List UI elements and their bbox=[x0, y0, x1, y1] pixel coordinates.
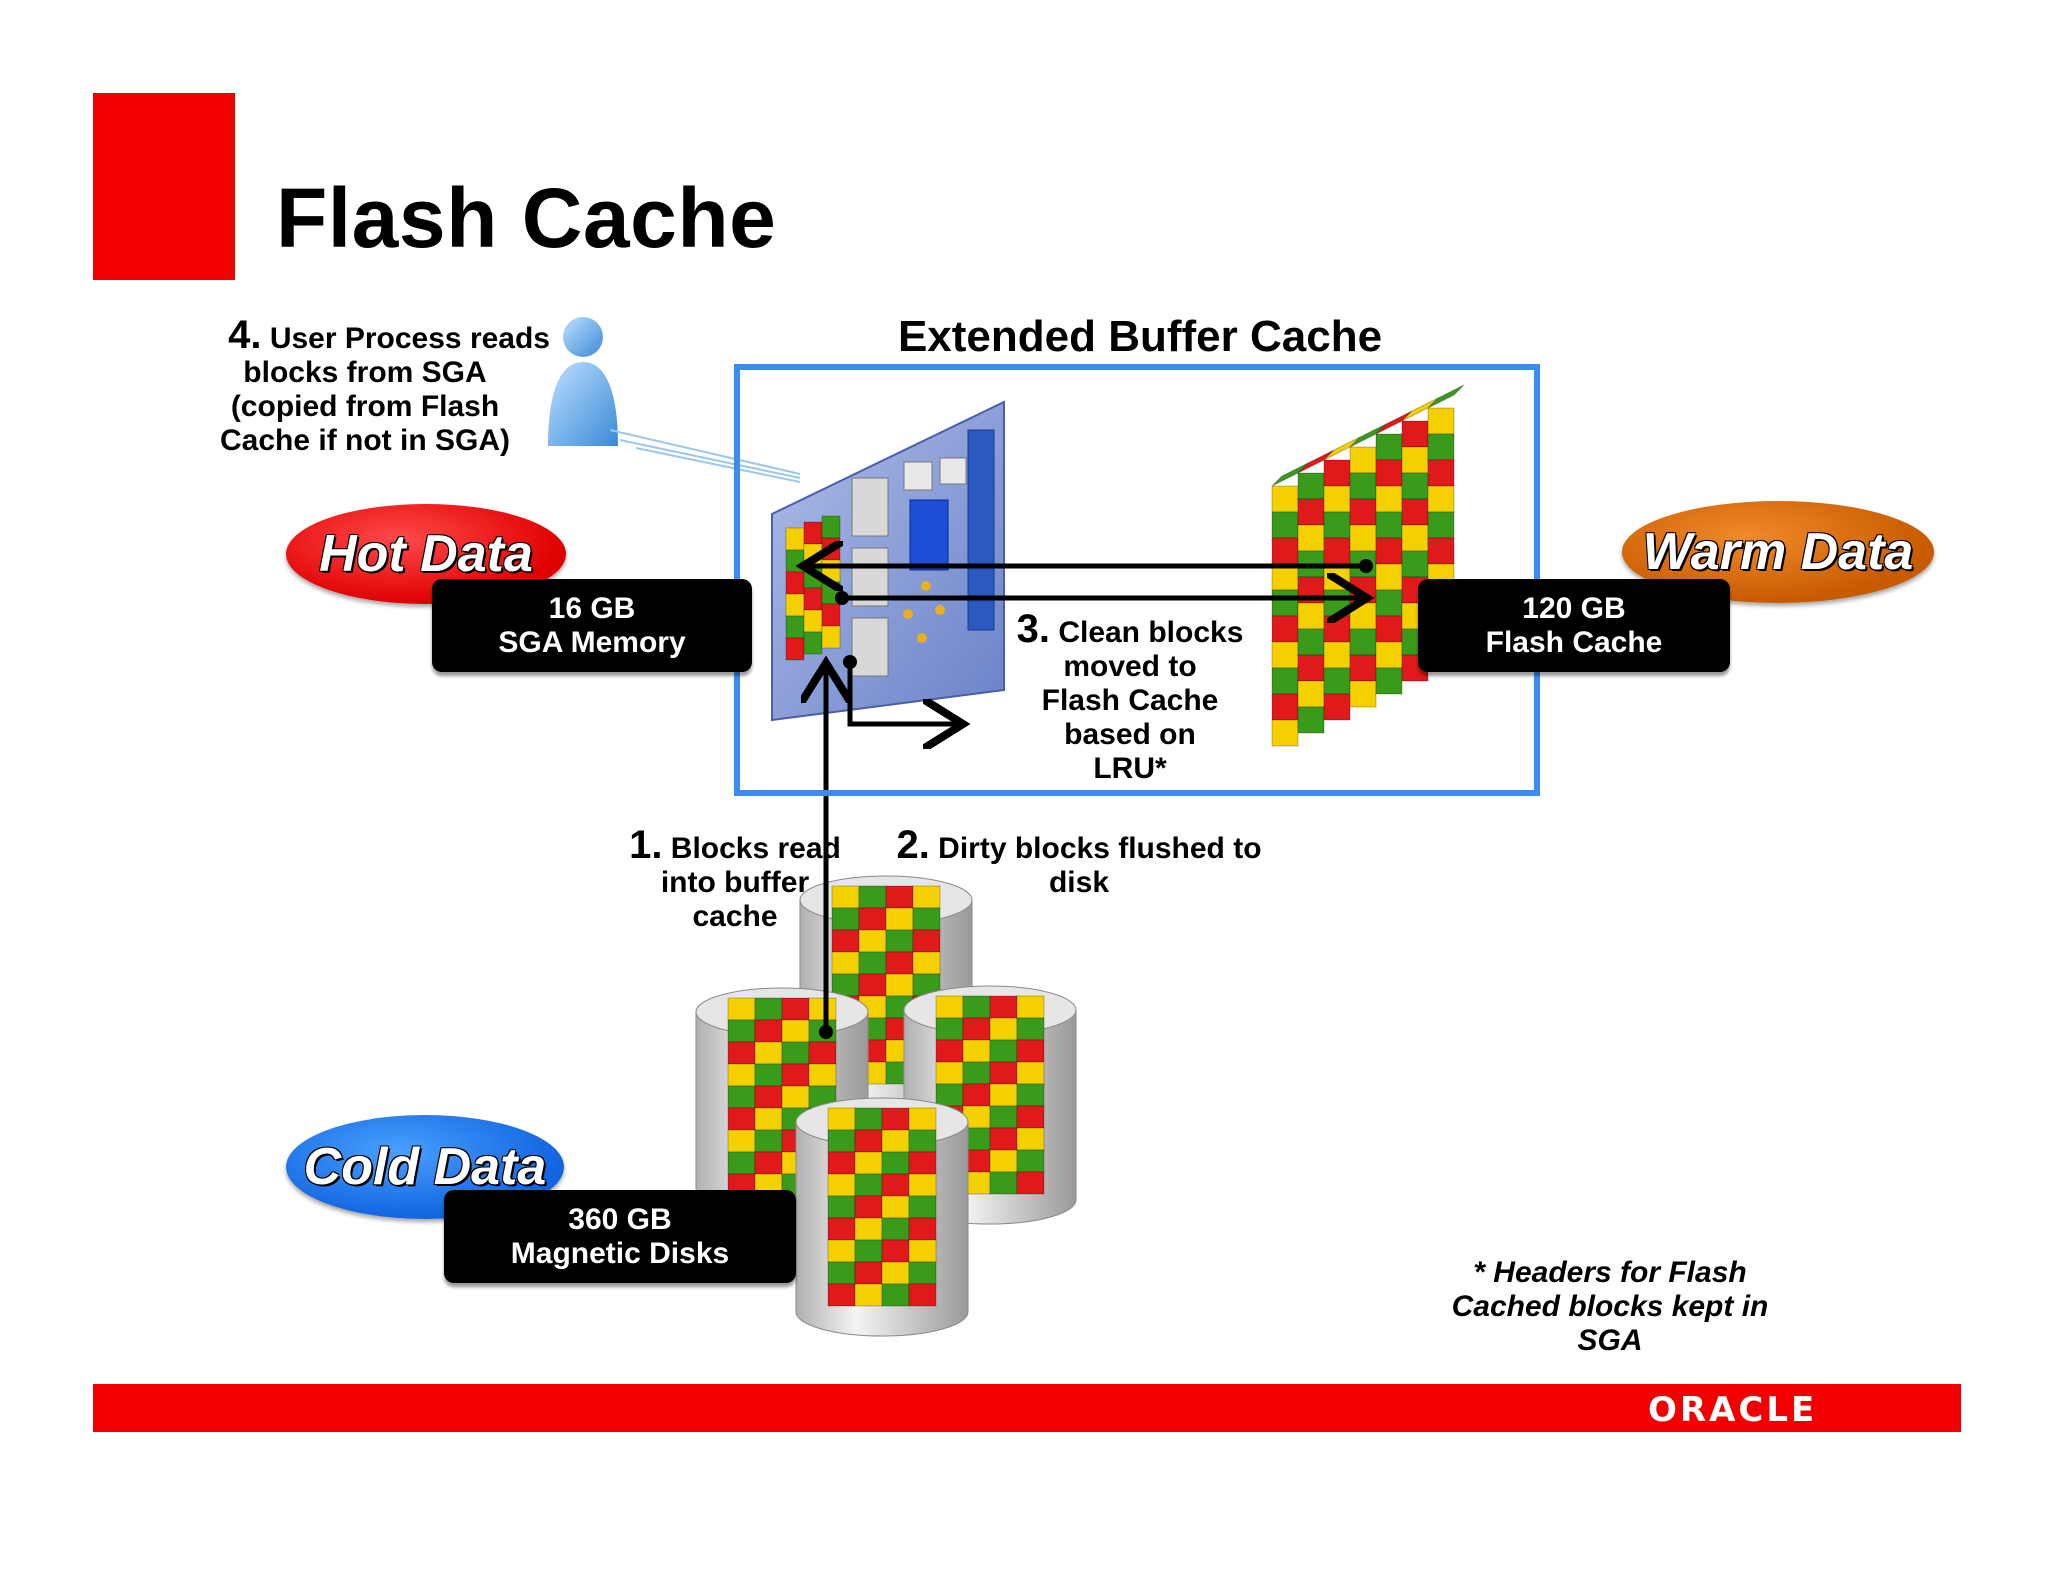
title-accent-block bbox=[93, 93, 235, 280]
step-3-text: 3. Clean blocks moved to Flash Cache bas… bbox=[1016, 607, 1244, 785]
flow-arrows bbox=[808, 559, 1373, 1039]
footer-bar bbox=[93, 1384, 1961, 1432]
sga-memory-icon bbox=[771, 400, 1005, 722]
magnetic-disk-icons bbox=[695, 875, 1077, 1337]
page-title: Flash Cache bbox=[276, 171, 777, 265]
step-1-text: 1. Blocks read into buffer cache bbox=[629, 823, 841, 933]
oracle-logo: ORACLE bbox=[1648, 1390, 1818, 1430]
step-4-text: 4. User Process reads blocks from SGA (c… bbox=[219, 313, 550, 457]
user-icon bbox=[548, 317, 801, 483]
footnote: * Headers for Flash Cached blocks kept i… bbox=[1451, 1256, 1769, 1357]
hot-data-badge: Hot Data bbox=[286, 504, 566, 604]
step-2-text: 2. Dirty blocks flushed to disk bbox=[896, 823, 1262, 899]
extended-buffer-cache-title: Extended Buffer Cache bbox=[897, 312, 1383, 361]
